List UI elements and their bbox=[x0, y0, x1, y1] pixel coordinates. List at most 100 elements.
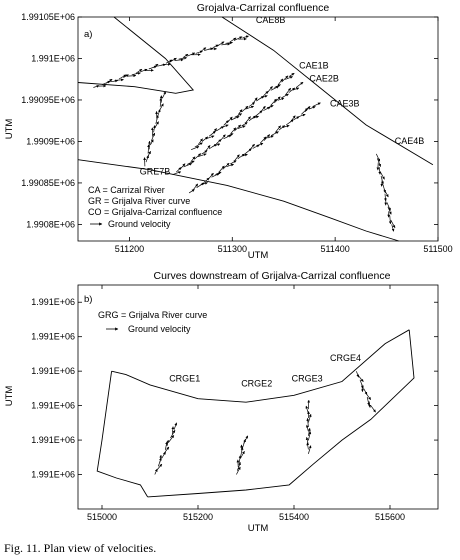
velocity-vector bbox=[212, 44, 219, 49]
velocity-vector bbox=[212, 143, 221, 147]
velocity-vector bbox=[266, 86, 273, 94]
velocity-vector bbox=[383, 188, 389, 198]
velocity-vector bbox=[207, 172, 214, 181]
velocity-vector bbox=[226, 133, 234, 137]
velocity-vector bbox=[233, 36, 243, 41]
velocity-vector bbox=[388, 215, 392, 225]
y-tick-label: 1.99105E+06 bbox=[21, 12, 75, 22]
section-label: CAE4B bbox=[395, 136, 425, 146]
velocity-vector bbox=[197, 153, 207, 158]
section-label: CAE3B bbox=[330, 99, 360, 109]
velocity-vector bbox=[164, 441, 168, 451]
velocity-vector bbox=[154, 121, 159, 129]
velocity-vector bbox=[186, 160, 195, 165]
velocity-vector bbox=[301, 107, 308, 115]
velocity-vector bbox=[359, 379, 364, 389]
velocity-vector bbox=[386, 202, 391, 211]
velocity-vector bbox=[182, 53, 189, 58]
velocity-vector bbox=[194, 153, 202, 160]
velocity-vector bbox=[110, 79, 118, 83]
velocity-vector bbox=[215, 171, 222, 175]
velocity-vector bbox=[195, 50, 203, 54]
y-tick-label: 1.9908E+06 bbox=[26, 219, 75, 229]
velocity-vector bbox=[387, 206, 392, 215]
velocity-vector bbox=[237, 153, 245, 160]
velocity-vector bbox=[376, 158, 381, 167]
velocity-vector bbox=[288, 87, 296, 93]
section-label: GRE7B bbox=[140, 167, 171, 177]
velocity-vector bbox=[156, 463, 163, 471]
y-tick-label: 1.991E+06 bbox=[31, 435, 75, 445]
velocity-vector bbox=[233, 154, 240, 162]
river-bank-line bbox=[77, 159, 400, 242]
velocity-vector bbox=[118, 74, 127, 80]
velocity-vector bbox=[183, 163, 193, 168]
legend-b-arrow-label: Ground velocity bbox=[128, 324, 191, 334]
velocity-vector bbox=[242, 35, 249, 39]
velocity-vector bbox=[305, 424, 309, 432]
legend-a-line-2: GR = Grijalva River curve bbox=[88, 196, 190, 206]
velocity-vector bbox=[105, 78, 113, 84]
velocity-vector bbox=[201, 136, 209, 142]
x-tick-label: 511200 bbox=[115, 244, 144, 254]
x-tick-label: 515600 bbox=[375, 512, 405, 522]
velocity-vector bbox=[163, 446, 170, 455]
velocity-vector bbox=[289, 115, 296, 123]
velocity-vector bbox=[263, 134, 271, 141]
velocity-vector bbox=[252, 97, 258, 105]
velocity-vector bbox=[222, 162, 230, 170]
velocity-vector bbox=[292, 87, 300, 91]
y-tick-label: 1.99085E+06 bbox=[21, 178, 75, 188]
figure-canvas: Grojalva-Carrizal confluence a) UTM UTM … bbox=[4, 2, 453, 534]
velocity-vector bbox=[168, 435, 175, 443]
velocity-vector bbox=[244, 116, 251, 124]
river-bank-line bbox=[77, 16, 195, 94]
velocity-vector bbox=[223, 120, 229, 126]
velocity-vector bbox=[146, 151, 152, 158]
river-bank-line bbox=[221, 16, 434, 166]
velocity-vector bbox=[173, 422, 178, 430]
river-bank-line bbox=[111, 329, 410, 403]
velocity-vector bbox=[370, 405, 376, 413]
velocity-vector bbox=[190, 156, 196, 163]
velocity-vector bbox=[308, 106, 316, 110]
velocity-vector bbox=[241, 153, 248, 157]
panel-a-xlabel: UTM bbox=[248, 250, 269, 261]
x-tick-label: 515400 bbox=[279, 512, 309, 522]
velocity-vector bbox=[274, 125, 281, 133]
panel-a-velocity-vectors bbox=[93, 35, 396, 232]
legend-b-line-1: GRG = Grijalva River curve bbox=[98, 310, 207, 320]
velocity-vector bbox=[366, 396, 370, 406]
velocity-vector bbox=[248, 102, 255, 107]
y-tick-label: 1.991E+06 bbox=[31, 332, 75, 342]
velocity-vector bbox=[123, 74, 129, 78]
velocity-vector bbox=[285, 76, 293, 80]
velocity-vector bbox=[148, 65, 157, 70]
velocity-vector bbox=[270, 98, 277, 106]
velocity-vector bbox=[274, 84, 281, 88]
x-tick-label: 511400 bbox=[320, 244, 349, 254]
velocity-vector bbox=[114, 78, 124, 82]
velocity-vector bbox=[169, 57, 177, 63]
velocity-vector bbox=[252, 144, 260, 149]
velocity-vector bbox=[208, 130, 216, 137]
velocity-vector bbox=[135, 68, 143, 74]
velocity-vector bbox=[266, 105, 274, 109]
velocity-vector bbox=[127, 74, 137, 78]
panel-b: Curves downstream of Grijalva-Carrizal c… bbox=[4, 270, 439, 534]
figure-caption: Fig. 11. Plan view of velocities. bbox=[4, 541, 157, 555]
velocity-vector bbox=[305, 437, 309, 445]
velocity-vector bbox=[149, 139, 154, 146]
velocity-vector bbox=[297, 113, 306, 118]
velocity-vector bbox=[152, 125, 156, 133]
velocity-vector bbox=[267, 135, 274, 139]
velocity-vector bbox=[248, 143, 255, 152]
velocity-vector bbox=[159, 454, 163, 463]
panel-a-title: Grojalva-Carrizal confluence bbox=[197, 2, 330, 14]
velocity-vector bbox=[161, 91, 167, 99]
velocity-vector bbox=[378, 167, 382, 175]
velocity-vector bbox=[281, 75, 289, 83]
legend-a-line-3: CO = Grijalva-Carrizal confluence bbox=[88, 207, 222, 217]
panel-a-frame bbox=[77, 16, 439, 242]
